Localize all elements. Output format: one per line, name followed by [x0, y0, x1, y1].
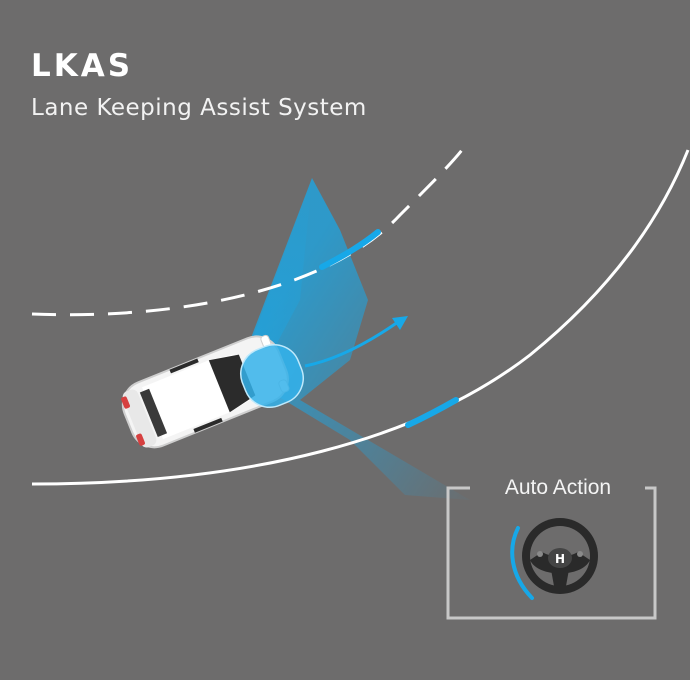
arrow-head: [392, 316, 408, 330]
svg-text:H: H: [555, 552, 565, 566]
page-title: LKAS: [31, 48, 134, 84]
lane-line-solid: [31, 149, 690, 486]
lane-detect-marker-right: [405, 397, 459, 428]
arc-arrow-icon: [304, 320, 399, 368]
lane-detect-marker-left: [319, 229, 381, 270]
auto-action-panel: [446, 486, 657, 620]
lane-line-dashed: [31, 149, 464, 317]
camera-beam-upper: [240, 180, 312, 372]
page-subtitle: Lane Keeping Assist System: [31, 95, 367, 121]
auto-action-label: Auto Action: [471, 476, 645, 500]
steering-rotation-arc: [510, 526, 534, 600]
camera-sensor: [240, 344, 304, 408]
steering-wheel-icon: H: [522, 518, 598, 594]
